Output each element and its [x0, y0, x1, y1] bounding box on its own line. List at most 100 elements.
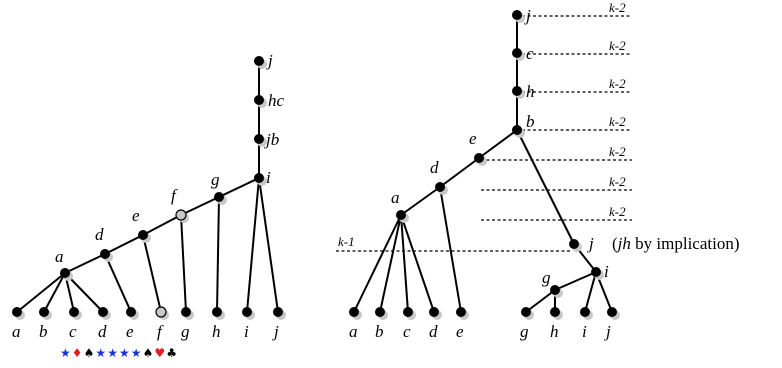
star-icon: ★ [60, 346, 71, 360]
right-level-lines [336, 15, 632, 252]
left-label-j: j [266, 51, 273, 70]
left-label-e: e [132, 206, 140, 225]
note-open: ( [612, 234, 618, 253]
star-icon: ★ [107, 346, 118, 360]
spade-icon: ♠ [143, 346, 154, 360]
star-icon: ★ [119, 346, 130, 360]
left-leaf-label-f: f [157, 322, 164, 341]
left-leaf-label-b: b [39, 322, 48, 341]
left-leaf-node-a [12, 307, 25, 320]
level-label-6: k-2 [609, 204, 626, 219]
left-node-jb [254, 134, 267, 147]
right-leaf-node-c [403, 307, 416, 320]
left-leaf-node-b [39, 307, 52, 320]
right-leaf-label-h: h [550, 322, 559, 341]
right-leaf-label-g: g [520, 322, 529, 341]
right-internal-nodes [396, 10, 604, 298]
left-node-g [214, 192, 227, 205]
right-leaf-label-a: a [349, 322, 358, 341]
left-leaf-label-e: e [126, 322, 134, 341]
right-leaf-label-b: b [375, 322, 384, 341]
left-leaf-nodes [12, 306, 286, 320]
left-label-f: f [171, 186, 178, 205]
suit-symbol-row: ★♦♠★★★★♠♥♣ [60, 346, 177, 360]
right-node-g [550, 285, 563, 298]
left-node-f [175, 209, 189, 223]
right-label-g: g [542, 268, 551, 287]
right-node-c [512, 48, 525, 61]
star-icon: ★ [95, 346, 106, 360]
level-label-5: k-2 [609, 174, 626, 189]
left-leaf-node-i [242, 307, 255, 320]
left-node-e [138, 230, 151, 243]
right-leaf-label-i: i [582, 322, 587, 341]
heart-icon: ♥ [154, 346, 165, 360]
right-leaf-node-g [521, 307, 534, 320]
left-leaf-node-f [155, 306, 169, 320]
right-node-d [435, 182, 448, 195]
right-leaf-label-e: e [456, 322, 464, 341]
left-label-a: a [55, 247, 64, 266]
right-leaf-node-e [456, 307, 469, 320]
left-leaf-label-c: c [69, 322, 77, 341]
implication-note: (jh by implication) [612, 234, 740, 253]
right-node-a [396, 210, 409, 223]
level-label-3: k-2 [609, 114, 626, 129]
left-leaf-node-j [273, 307, 286, 320]
spade-icon: ♠ [84, 346, 95, 360]
right-leaf-node-h [550, 307, 563, 320]
right-leaf-node-d [429, 307, 442, 320]
star-icon: ★ [131, 346, 142, 360]
level-label-4: k-2 [609, 144, 626, 159]
right-leaf-labels: a b c d e g h i j [349, 322, 611, 341]
right-label-a: a [391, 188, 400, 207]
right-label-h: h [526, 82, 535, 101]
left-leaf-node-g [181, 307, 194, 320]
left-leaf-label-a: a [12, 322, 21, 341]
left-leaf-labels: a b c d e f g h i j [12, 322, 279, 341]
right-leaf-node-b [375, 307, 388, 320]
right-node-i [591, 267, 604, 280]
right-node-b [512, 125, 525, 138]
right-label-j: j [524, 6, 531, 25]
left-internal-labels: j hc jb i g f e d a [55, 51, 285, 266]
right-label-i: i [604, 262, 609, 281]
level-label-0: k-2 [609, 0, 626, 15]
left-leaf-node-c [69, 307, 82, 320]
note-rest: by implication) [631, 234, 740, 253]
left-leaf-label-j: j [272, 322, 279, 341]
right-tree-edges [353, 15, 613, 313]
left-node-i [254, 173, 267, 186]
right-leaf-label-c: c [403, 322, 411, 341]
right-label-d: d [430, 158, 439, 177]
right-node-e [474, 153, 487, 166]
left-label-g: g [211, 170, 220, 189]
right-label-j-mid: j [587, 234, 594, 253]
left-label-hc: hc [268, 91, 285, 110]
right-leaf-node-a [349, 307, 362, 320]
left-node-d [100, 249, 113, 262]
left-tree: j hc jb i g f e d a a b c d e f g h i j … [12, 51, 286, 360]
left-label-i: i [266, 168, 271, 187]
left-node-hc [254, 95, 267, 108]
left-tree-edges [16, 61, 279, 313]
right-tree: j c h b e d a j i g a b c d e g h i j k-… [336, 0, 740, 341]
club-icon: ♣ [166, 346, 177, 360]
right-leaf-nodes [349, 307, 620, 320]
left-label-jb: jb [264, 130, 279, 149]
right-node-j [512, 10, 525, 23]
right-node-h [512, 86, 525, 99]
left-label-d: d [95, 225, 104, 244]
right-label-e: e [469, 129, 477, 148]
level-label-2: k-2 [609, 76, 626, 91]
left-leaf-node-h [212, 307, 225, 320]
right-label-b: b [526, 112, 535, 131]
diamond-icon: ♦ [72, 346, 83, 360]
left-leaf-label-i: i [244, 322, 249, 341]
right-label-c: c [526, 44, 534, 63]
right-leaf-label-j: j [604, 322, 611, 341]
left-leaf-label-g: g [181, 322, 190, 341]
level-label-1: k-2 [609, 38, 626, 53]
level-label-k1: k-1 [338, 234, 355, 249]
